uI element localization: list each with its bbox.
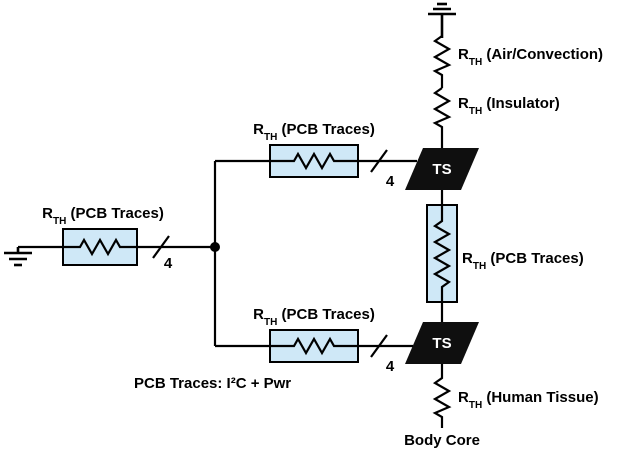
bus-width-bottom: 4 xyxy=(386,358,395,375)
temp-sensor-bottom-label: TS xyxy=(432,335,451,352)
bus-slash-left xyxy=(152,235,170,259)
r-symbol: R xyxy=(253,306,264,323)
label-text: (PCB Traces) xyxy=(486,250,584,267)
resistor-insulator xyxy=(432,87,452,148)
resistor-air-convection xyxy=(432,35,452,88)
label-rth-pcb-bottom: RTH (PCB Traces) xyxy=(253,306,375,328)
label-text: (Insulator) xyxy=(482,95,560,112)
label-rth-human-tissue: RTH (Human Tissue) xyxy=(458,389,599,411)
label-text: (Air/Convection) xyxy=(482,46,604,63)
resistor-human-tissue xyxy=(432,364,452,428)
label-pcb-note: PCB Traces: I²C + Pwr xyxy=(134,375,292,392)
ground-icon-top xyxy=(428,2,456,38)
r-symbol: R xyxy=(458,46,469,63)
resistor-pcb-vertical xyxy=(432,190,452,322)
temp-sensor-bottom xyxy=(405,322,479,364)
r-symbol: R xyxy=(458,95,469,112)
label-rth-air: RTH (Air/Convection) xyxy=(458,46,604,68)
r-subscript: TH xyxy=(468,400,483,411)
r-subscript: TH xyxy=(472,261,487,272)
resistor-pcb-top xyxy=(270,151,358,171)
label-text: (Human Tissue) xyxy=(482,389,599,406)
temp-sensor-top-label: TS xyxy=(432,161,451,178)
label-rth-pcb-left: RTH (PCB Traces) xyxy=(42,205,164,227)
resistor-pcb-left xyxy=(63,237,137,257)
label-body-core: Body Core xyxy=(404,432,480,449)
bus-slash-top xyxy=(370,149,388,173)
r-subscript: TH xyxy=(263,132,278,143)
ground-icon-left xyxy=(4,247,32,267)
r-subscript: TH xyxy=(52,216,67,227)
r-symbol: R xyxy=(42,205,53,222)
label-text: (PCB Traces) xyxy=(277,121,375,138)
label-rth-insulator: RTH (Insulator) xyxy=(458,95,560,117)
r-subscript: TH xyxy=(263,317,278,328)
bus-width-top: 4 xyxy=(386,173,395,190)
r-subscript: TH xyxy=(468,57,483,68)
resistor-pcb-bottom xyxy=(270,336,358,356)
label-rth-pcb-top: RTH (PCB Traces) xyxy=(253,121,375,143)
bus-slash-bottom xyxy=(370,334,388,358)
r-symbol: R xyxy=(253,121,264,138)
bus-width-left: 4 xyxy=(164,255,173,272)
r-symbol: R xyxy=(458,389,469,406)
temp-sensor-top xyxy=(405,148,479,190)
r-subscript: TH xyxy=(468,106,483,117)
label-text: (PCB Traces) xyxy=(277,306,375,323)
r-symbol: R xyxy=(462,250,473,267)
label-text: (PCB Traces) xyxy=(66,205,164,222)
label-rth-pcb-vertical: RTH (PCB Traces) xyxy=(462,250,584,272)
